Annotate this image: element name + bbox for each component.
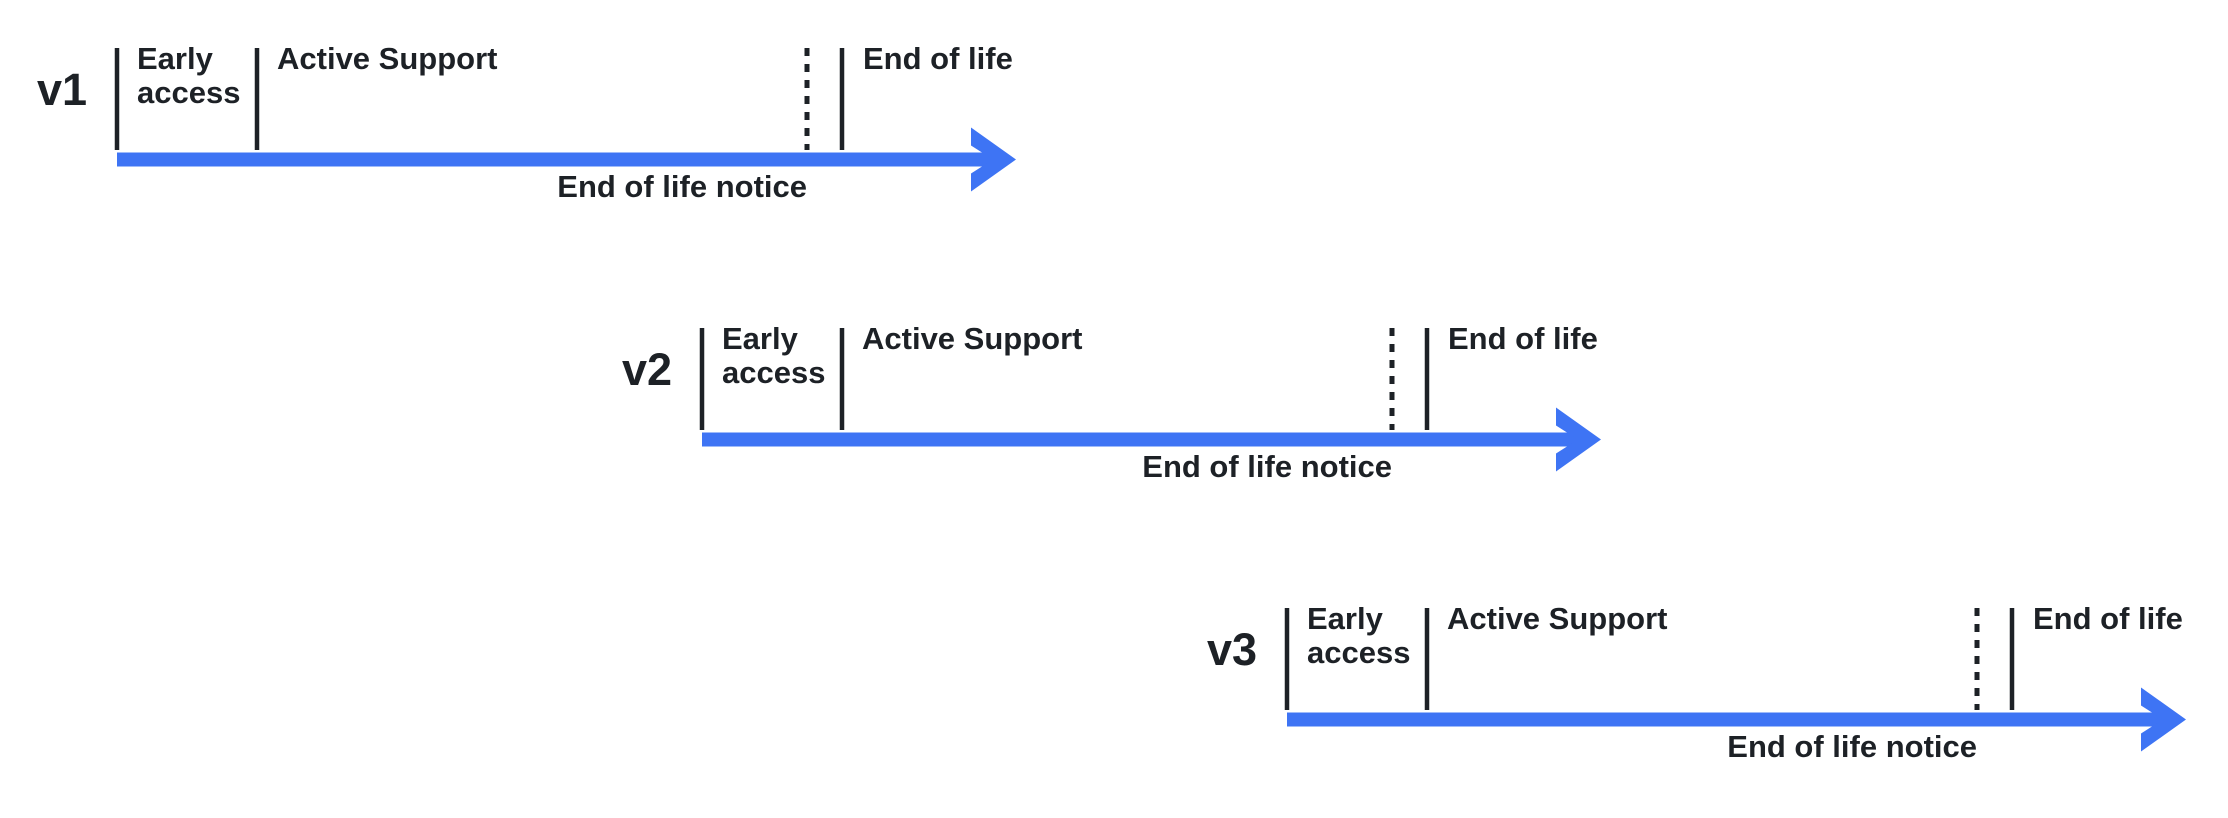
version-label: v1 bbox=[36, 64, 87, 115]
early-access-label: Early access bbox=[1307, 601, 1411, 670]
early-access-label: Early access bbox=[722, 321, 826, 390]
end-of-life-notice-label: End of life notice bbox=[557, 169, 807, 204]
timeline-v3-graphic bbox=[1284, 608, 2186, 752]
end-of-life-label: End of life bbox=[1448, 321, 1598, 356]
timeline-v3: v3 Early access Active Support End of li… bbox=[1192, 588, 2192, 818]
timeline-v1-graphic bbox=[114, 48, 1016, 192]
timeline-arrowhead-icon bbox=[2141, 687, 2186, 752]
version-label: v2 bbox=[621, 344, 672, 395]
end-of-life-label: End of life bbox=[2033, 601, 2183, 636]
version-label: v3 bbox=[1206, 624, 1257, 675]
timeline-v2-graphic bbox=[699, 328, 1601, 472]
timeline-arrow-shaft bbox=[702, 432, 1578, 447]
early-access-label: Early access bbox=[137, 41, 241, 110]
active-support-label: Active Support bbox=[277, 41, 498, 76]
end-of-life-notice-label: End of life notice bbox=[1142, 449, 1392, 484]
timeline-arrow-shaft bbox=[1287, 712, 2163, 727]
timeline-v1: v1 Early access Active Support End of li… bbox=[22, 28, 1022, 258]
timeline-arrowhead-icon bbox=[971, 127, 1016, 192]
end-of-life-notice-label: End of life notice bbox=[1727, 729, 1977, 764]
end-of-life-label: End of life bbox=[863, 41, 1013, 76]
active-support-label: Active Support bbox=[862, 321, 1083, 356]
timeline-arrowhead-icon bbox=[1556, 407, 1601, 472]
active-support-label: Active Support bbox=[1447, 601, 1668, 636]
timeline-v2: v2 Early access Active Support End of li… bbox=[607, 308, 1607, 538]
timeline-arrow-shaft bbox=[117, 152, 993, 167]
